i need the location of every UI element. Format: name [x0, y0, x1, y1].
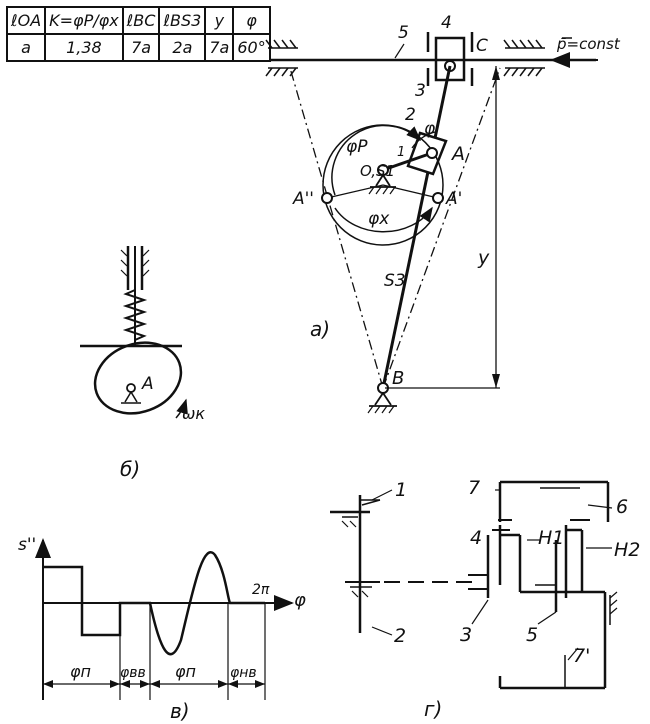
header-cell: ℓBC — [121, 6, 161, 35]
carrier-label-h1: H1 — [538, 527, 564, 549]
cam-pivot — [126, 383, 136, 393]
two-pi-label: 2π — [252, 582, 270, 598]
phase-label-1: φп — [70, 662, 91, 681]
extreme-position-left — [289, 67, 384, 389]
figure-g-labels: 1 2 3 4 5 6 7 7' H1 H2 г) — [394, 477, 640, 721]
cam-profile — [93, 341, 183, 415]
caption-figure-v: в) — [170, 699, 190, 723]
return-stroke-arc — [334, 206, 433, 233]
gear-label-2: 2 — [394, 625, 406, 647]
label-angle-phi-x: φx — [368, 209, 390, 229]
header-cell: K=φP/φx — [44, 6, 124, 35]
crank-link — [382, 151, 433, 172]
radius-to-a-prime — [382, 184, 439, 199]
slider-block — [434, 36, 466, 82]
label-angle-phi-p: φP — [346, 137, 368, 157]
gear-label-4: 4 — [470, 527, 482, 549]
guide-support-left — [265, 39, 298, 77]
label-link-1: 1 — [397, 145, 405, 160]
label-pivot-o: O,S1 — [360, 162, 395, 180]
value-cell: 60° — [232, 33, 271, 62]
parameter-table: ℓOA K=φP/φx ℓBC ℓBS3 y φ a 1,38 7a 2a 7a… — [5, 6, 271, 62]
label-point-a: A — [450, 143, 465, 165]
rocker-link — [381, 65, 452, 389]
label-link-2: 2 — [405, 105, 416, 125]
angle-phi-arc — [411, 131, 436, 149]
label-force: p̄=const — [556, 35, 621, 53]
joint-a-double-prime — [321, 192, 333, 204]
gear-label-1: 1 — [395, 479, 407, 501]
radius-to-a-double-prime — [326, 184, 384, 199]
label-point-c: C — [476, 36, 488, 56]
acceleration-curve — [43, 551, 265, 656]
caption-figure-b: б) — [120, 457, 140, 481]
carrier-label-h2: H2 — [614, 539, 640, 561]
value-cell: 1,38 — [44, 33, 124, 62]
figure-v-labels: s'' φ 2π φп φвв φп φнв в) — [18, 535, 306, 723]
figure-v-graph — [35, 538, 294, 700]
header-cell: y — [204, 6, 235, 35]
figure-a-labels: 5 4 C p̄=const 3 2 1 φ φP O,S1 A A'' A' … — [292, 13, 621, 389]
label-angle-phi: φ — [424, 119, 436, 139]
table-value-row: a 1,38 7a 2a 7a 60° — [5, 33, 271, 62]
value-cell: a — [5, 33, 47, 62]
gear-label-6: 6 — [616, 496, 628, 518]
rotation-arrow — [175, 398, 188, 419]
figure-b-labels: A ωк б) — [120, 374, 205, 481]
header-cell: ℓBS3 — [158, 6, 207, 35]
caption-figure-a: а) — [310, 317, 330, 341]
figure-g-gear-train — [330, 480, 618, 690]
label-point-s3: S3 — [384, 271, 406, 291]
x-axis-label: φ — [294, 590, 306, 611]
phase-label-4: φнв — [230, 665, 257, 681]
label-link-4: 4 — [441, 13, 452, 33]
figure-a-mechanism — [265, 32, 598, 414]
working-stroke-arc — [331, 124, 422, 196]
joint-a-prime — [432, 192, 444, 204]
label-omega: ωк — [182, 404, 205, 423]
label-point-a-double-prime: A'' — [292, 189, 314, 209]
header-cell: ℓOA — [5, 6, 47, 35]
joint-a — [426, 147, 438, 159]
header-cell: φ — [232, 6, 271, 35]
guide-support-right — [503, 39, 545, 77]
table-header-row: ℓOA K=φP/φx ℓBC ℓBS3 y φ — [5, 6, 271, 35]
label-link-3: 3 — [415, 81, 426, 101]
value-cell: 2a — [158, 33, 207, 62]
gear-label-7: 7 — [468, 477, 480, 499]
label-cam-a: A — [141, 374, 154, 394]
gear-label-7-prime: 7' — [573, 645, 590, 667]
label-link-5: 5 — [398, 23, 409, 43]
value-cell: 7a — [121, 33, 161, 62]
label-point-b: B — [392, 368, 404, 389]
value-cell: 7a — [204, 33, 235, 62]
label-point-a-prime: A' — [445, 189, 462, 209]
label-dimension-y: y — [477, 247, 490, 269]
figure-b-cam — [80, 246, 188, 419]
y-axis-label: s'' — [18, 535, 36, 555]
extreme-position-right — [382, 67, 501, 389]
follower-spring — [122, 289, 148, 341]
gear-label-3: 3 — [460, 624, 472, 646]
phase-label-2: φвв — [120, 665, 146, 681]
phase-label-3: φп — [175, 662, 196, 681]
gear-label-5: 5 — [526, 624, 538, 646]
caption-figure-g: г) — [424, 697, 442, 721]
